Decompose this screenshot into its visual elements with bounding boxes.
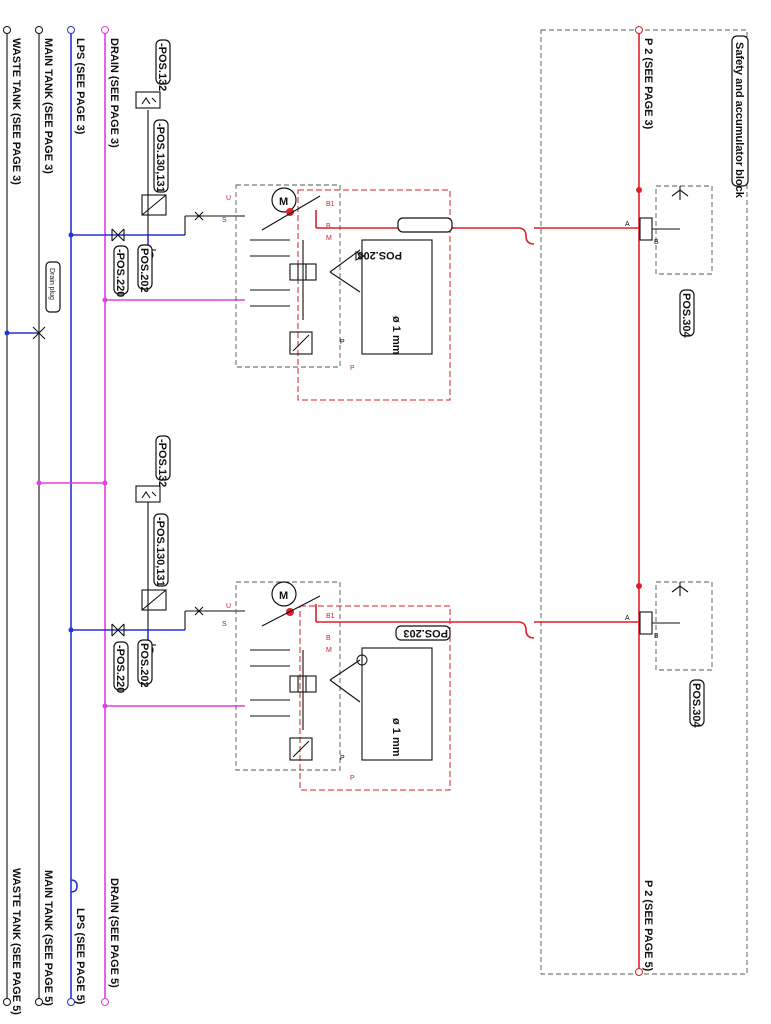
unit2-safety-valve: A B (625, 581, 713, 671)
svg-text:A: A (625, 615, 630, 622)
drain-plug-box: Drain plug (45, 261, 61, 313)
lps-label-bottom: LPS (SEE PAGE 5) (74, 908, 86, 1005)
unit2-pos132-box: -POS.132 (155, 435, 171, 487)
drain-port-bottom (101, 998, 109, 1006)
unit2-pos304-box: POS.304 (689, 679, 705, 729)
p2-label-bottom: P 2 (SEE PAGE 5) (642, 880, 654, 972)
main-tank-label-bottom: MAIN TANK (SEE PAGE 5) (42, 870, 54, 1006)
drain-cross-dot-b (102, 480, 108, 486)
waste-tank-label-bottom: WASTE TANK (SEE PAGE 5) (10, 868, 22, 1015)
unit2-pos202-label: POS.202 (138, 643, 150, 688)
drain-cross-dot-a (36, 480, 42, 486)
svg-text:P: P (350, 365, 355, 372)
unit2-pos203-box (395, 625, 451, 641)
svg-text:B: B (326, 635, 331, 642)
unit2-pos220-box: -POS.220 (113, 641, 129, 693)
svg-text:M: M (326, 647, 332, 654)
unit2-pos304-label: POS.304 (690, 683, 702, 729)
unit2-pos132-label: -POS.132 (156, 439, 168, 487)
safety-accumulator-block (540, 29, 748, 975)
unit1-pos132-box: -POS.132 (155, 39, 171, 91)
unit1-pos304-label: POS.304 (680, 293, 692, 339)
svg-text:U: U (226, 603, 231, 610)
p2-port-top (635, 26, 643, 34)
unit1-pos220-label: -POS.220 (114, 249, 126, 297)
drain-label-top: DRAIN (SEE PAGE 3) (108, 38, 120, 148)
svg-text:P: P (350, 775, 355, 782)
main-tank-port-bottom (35, 998, 43, 1006)
svg-text:M: M (279, 590, 288, 602)
drain-port-top (101, 26, 109, 34)
svg-text:B: B (654, 239, 659, 246)
svg-text:P: P (340, 755, 345, 762)
unit1-pos220-box: -POS.220 (113, 245, 129, 297)
unit1-pos203-box (397, 217, 453, 233)
unit1-pos202-box: POS.202 (137, 244, 153, 293)
p2-port-bottom (635, 968, 643, 976)
svg-text:U: U (226, 195, 231, 202)
pump-unit-2: M U S B1 B M P P (68, 485, 642, 791)
unit1-orifice-label: ø 1 mm (390, 316, 402, 355)
unit1-pos130131-box: -POS.130,131 (153, 119, 169, 193)
svg-text:M: M (279, 196, 288, 208)
svg-text:S: S (222, 217, 227, 224)
drain-plug-label: Drain plug (48, 268, 55, 300)
lps-port-top (67, 26, 75, 34)
drain-label-bottom: DRAIN (SEE PAGE 5) (108, 878, 120, 988)
main-tank-port-top (35, 26, 43, 34)
p2-label-top: P 2 (SEE PAGE 3) (642, 38, 654, 130)
svg-text:S: S (222, 621, 227, 628)
svg-text:B: B (654, 633, 659, 640)
unit1-pos130131-label: -POS.130,131 (154, 123, 166, 193)
unit2-pos202-box: POS.202 (137, 639, 153, 688)
svg-text:B: B (326, 223, 331, 230)
unit2-pos130131-label: -POS.130,131 (154, 517, 166, 587)
safety-block-label: Safety and accumulator block (733, 42, 745, 199)
safety-block-label-box: Safety and accumulator block (731, 35, 749, 199)
unit1-pos203-label: POS.203 (357, 249, 402, 261)
drain-plug-x2 (32, 326, 46, 340)
unit1-pos132-label: -POS.132 (156, 43, 168, 91)
unit1-pos304-box: POS.304 (679, 289, 695, 339)
lps-port-bottom (67, 998, 75, 1006)
svg-text:B1: B1 (326, 201, 335, 208)
svg-text:A: A (625, 221, 630, 228)
unit2-pos130131-box: -POS.130,131 (153, 513, 169, 587)
waste-tank-port-top (3, 26, 11, 34)
main-tank-label-top: MAIN TANK (SEE PAGE 3) (42, 38, 54, 174)
waste-junction-dot (4, 330, 10, 336)
svg-text:M: M (326, 235, 332, 242)
lps-jog (70, 879, 78, 893)
lps-label-top: LPS (SEE PAGE 3) (74, 38, 86, 135)
unit2-pos220-label: -POS.220 (114, 645, 126, 693)
svg-text:P: P (340, 339, 345, 346)
pump-unit-1: M U S B1 B M P P (68, 91, 642, 401)
unit1-safety-valve: A B (625, 185, 713, 275)
waste-tank-label-top: WASTE TANK (SEE PAGE 3) (10, 38, 22, 185)
unit2-orifice-label: ø 1 mm (390, 718, 402, 757)
svg-text:B1: B1 (326, 613, 335, 620)
unit1-pos202-label: POS.202 (138, 248, 150, 293)
waste-tank-port-bottom (3, 998, 11, 1006)
unit2-pos203-label: POS.203 (403, 627, 448, 639)
